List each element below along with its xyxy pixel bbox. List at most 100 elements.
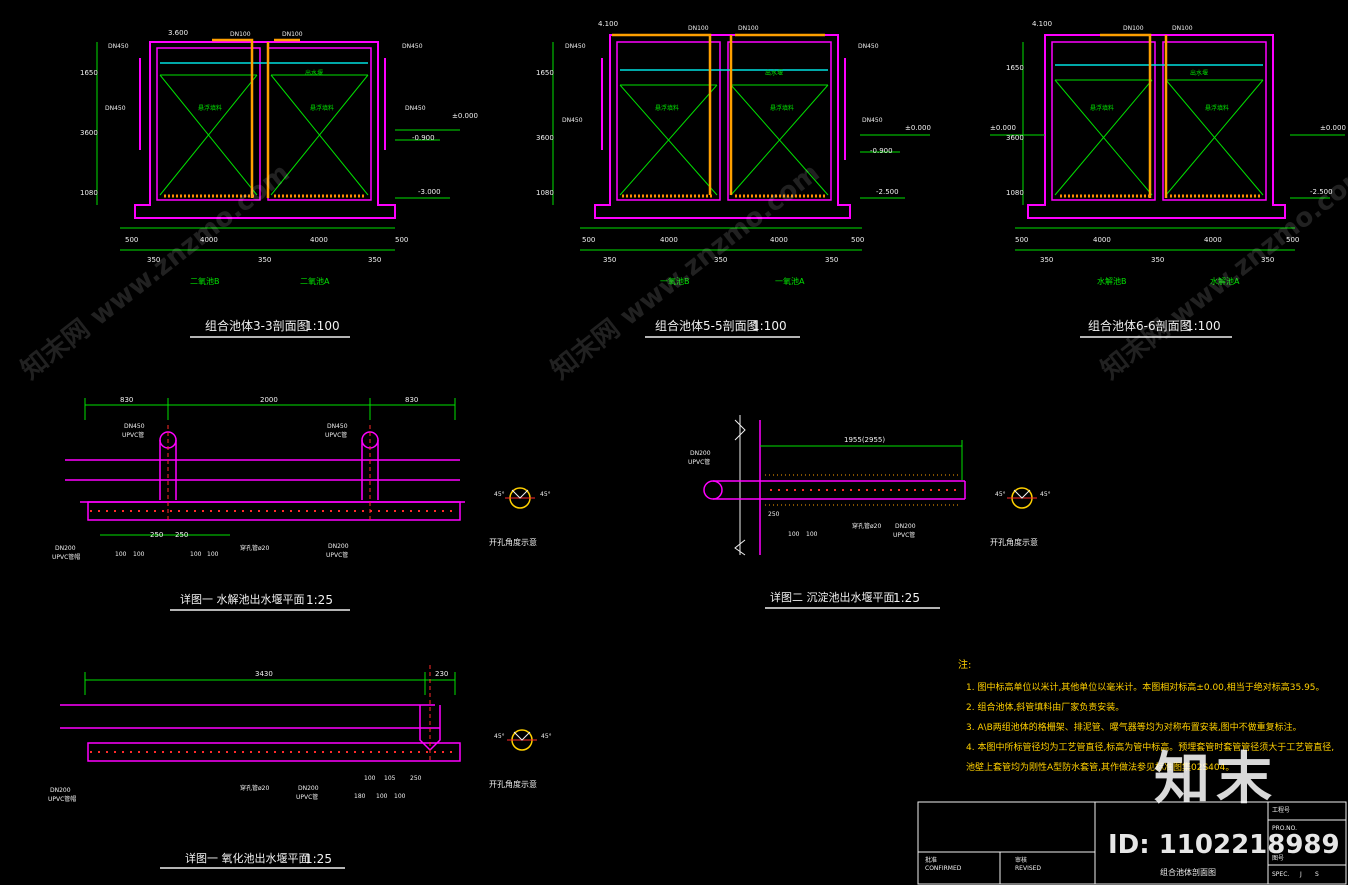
pipe-label: DN100 [282,31,303,38]
title-block-label: 批准 [925,856,937,864]
elevation-label: -2.500 [1310,188,1333,196]
section-6-6-title: 组合池体6-6剖面图 [1088,318,1192,333]
pipe-label: DN100 [1123,25,1144,32]
inner-label: 悬浮填料 [770,104,794,112]
dim-label: 500 [582,236,595,244]
dim-label: 350 [368,256,381,264]
title-block-label: 工程号 [1272,806,1290,814]
dim-label: 350 [825,256,838,264]
section-3-3-scale: 1:100 [305,319,340,333]
elevation-label: -0.900 [412,134,435,142]
pipe-label: DN450 [327,423,348,430]
pipe-label: DN450 [858,43,879,50]
pipe-label: UPVC管 [122,431,144,439]
section-3-3: 组合池体3-3剖面图 1:100 二氧池B 二氧池A 500 4000 4000… [80,29,478,338]
detail-2-scale: 1:25 [893,591,920,605]
inner-label: 悬浮填料 [655,104,679,112]
title-block-value: S [1315,871,1319,878]
dim-label: 100 [806,531,818,538]
pipe-label: DN450 [405,105,426,112]
dim-label: 1080 [80,189,98,197]
notes-heading: 注: [958,658,971,671]
elevation-label: 4.100 [598,20,618,28]
detail-1-title: 详图一 水解池出水堰平面 [180,592,305,606]
dim-label: 350 [1040,256,1053,264]
dim-label: 250 [175,531,188,539]
pipe-label: UPVC管帽 [48,795,76,803]
notes-block: 注: 1. 图中标高单位以米计,其他单位以毫米计。本图相对标高±0.00,相当于… [958,658,1334,773]
pipe-label: DN450 [124,423,145,430]
pipe-label: DN450 [105,105,126,112]
dim-label: 4000 [1093,236,1111,244]
dim-label: 4000 [1204,236,1222,244]
note-item: 4. 本图中所标管径均为工艺管直径,标高为管中标高。预埋套管时套管管径须大于工艺… [966,741,1334,753]
inner-label: 悬浮填料 [1205,104,1229,112]
elevation-label: 3.600 [168,29,188,37]
dim-label: 1650 [80,69,98,77]
angle-diagram-label: 开孔角度示意 [489,779,537,789]
elevation-label: 4.100 [1032,20,1052,28]
watermark-text: 知末网 www.znzmo.com [16,158,296,386]
inner-label: 出水堰 [305,69,323,77]
brand-logo: 知末 [1154,747,1278,812]
drawing-name: 组合池体剖面图 [1160,867,1216,877]
section-5-5: 组合池体5-5剖面图 1:100 一氧池B 一氧池A 500 4000 4000… [536,20,931,338]
pipe-label: DN100 [688,25,709,32]
dim-label: 4000 [310,236,328,244]
angle-label: 45° [995,491,1006,498]
angle-label: 45° [494,733,505,740]
dim-label: 500 [1286,236,1299,244]
note-item: 1. 图中标高单位以米计,其他单位以毫米计。本图相对标高±0.00,相当于绝对标… [966,681,1325,693]
detail-2-sedimentation: 详图二 沉淀池出水堰平面 1:25 1955(2955) 250 100 100… [688,415,1051,609]
pipe-label: DN100 [738,25,759,32]
pipe-label: UPVC管 [325,431,347,439]
angle-label: 45° [1040,491,1051,498]
inner-label: 出水堰 [1190,69,1208,77]
elevation-label: -0.900 [870,147,893,155]
dim-label: 3600 [80,129,98,137]
dim-label: 3430 [255,670,273,678]
pipe-label: 穿孔管ø20 [240,784,269,792]
pipe-label: 穿孔管ø20 [240,544,269,552]
dim-label: 350 [1151,256,1164,264]
elevation-label: -2.500 [876,188,899,196]
pipe-label: UPVC管 [893,531,915,539]
title-block-value: J [1299,871,1302,878]
dim-label: 100 [788,531,800,538]
dim-label: 1650 [536,69,554,77]
dim-label: 1955(2955) [844,436,885,444]
dim-label: 250 [768,511,780,518]
inner-label: 出水堰 [765,69,783,77]
detail-2-title: 详图二 沉淀池出水堰平面 [770,590,895,604]
inner-label: 悬浮填料 [1090,104,1114,112]
dim-label: 4000 [770,236,788,244]
id-label: ID: 1102218989 [1108,830,1340,860]
dim-label: 2000 [260,396,278,404]
detail-3-scale: 1:25 [305,852,332,866]
watermarks: 知末网 www.znzmo.com 知末网 www.znzmo.com 知末网 … [16,158,1348,386]
pipe-label: DN450 [565,43,586,50]
dim-label: 100 [364,775,376,782]
dim-label: 350 [1261,256,1274,264]
dim-label: 350 [714,256,727,264]
dim-label: 3600 [1006,134,1024,142]
dim-label: 4000 [660,236,678,244]
section-5-5-title: 组合池体5-5剖面图 [655,318,759,333]
title-block: 组合池体剖面图 批准 CONFIRMED 审核 REVISED 工程号 PRO.… [917,801,1347,885]
detail-3-oxidation: 详图一 氧化池出水堰平面 1:25 3430 230 100 105 250 1… [48,665,552,869]
dim-label: 500 [395,236,408,244]
elevation-label: -3.000 [418,188,441,196]
dim-label: 100 [394,793,406,800]
dim-label: 3600 [536,134,554,142]
pipe-label: DN200 [328,543,349,550]
dim-label: 250 [150,531,163,539]
elevation-label: ±0.000 [990,124,1016,132]
title-block-label: 审核 [1015,856,1027,864]
pipe-label: DN450 [108,43,129,50]
section-6-6-scale: 1:100 [1186,319,1221,333]
pipe-label: UPVC管 [326,551,348,559]
angle-diagram-label: 开孔角度示意 [489,537,537,547]
pipe-label: DN200 [50,787,71,794]
section-6-6: 组合池体6-6剖面图 1:100 水解池B 水解池A 500 4000 4000… [990,20,1346,338]
dim-label: 500 [1015,236,1028,244]
